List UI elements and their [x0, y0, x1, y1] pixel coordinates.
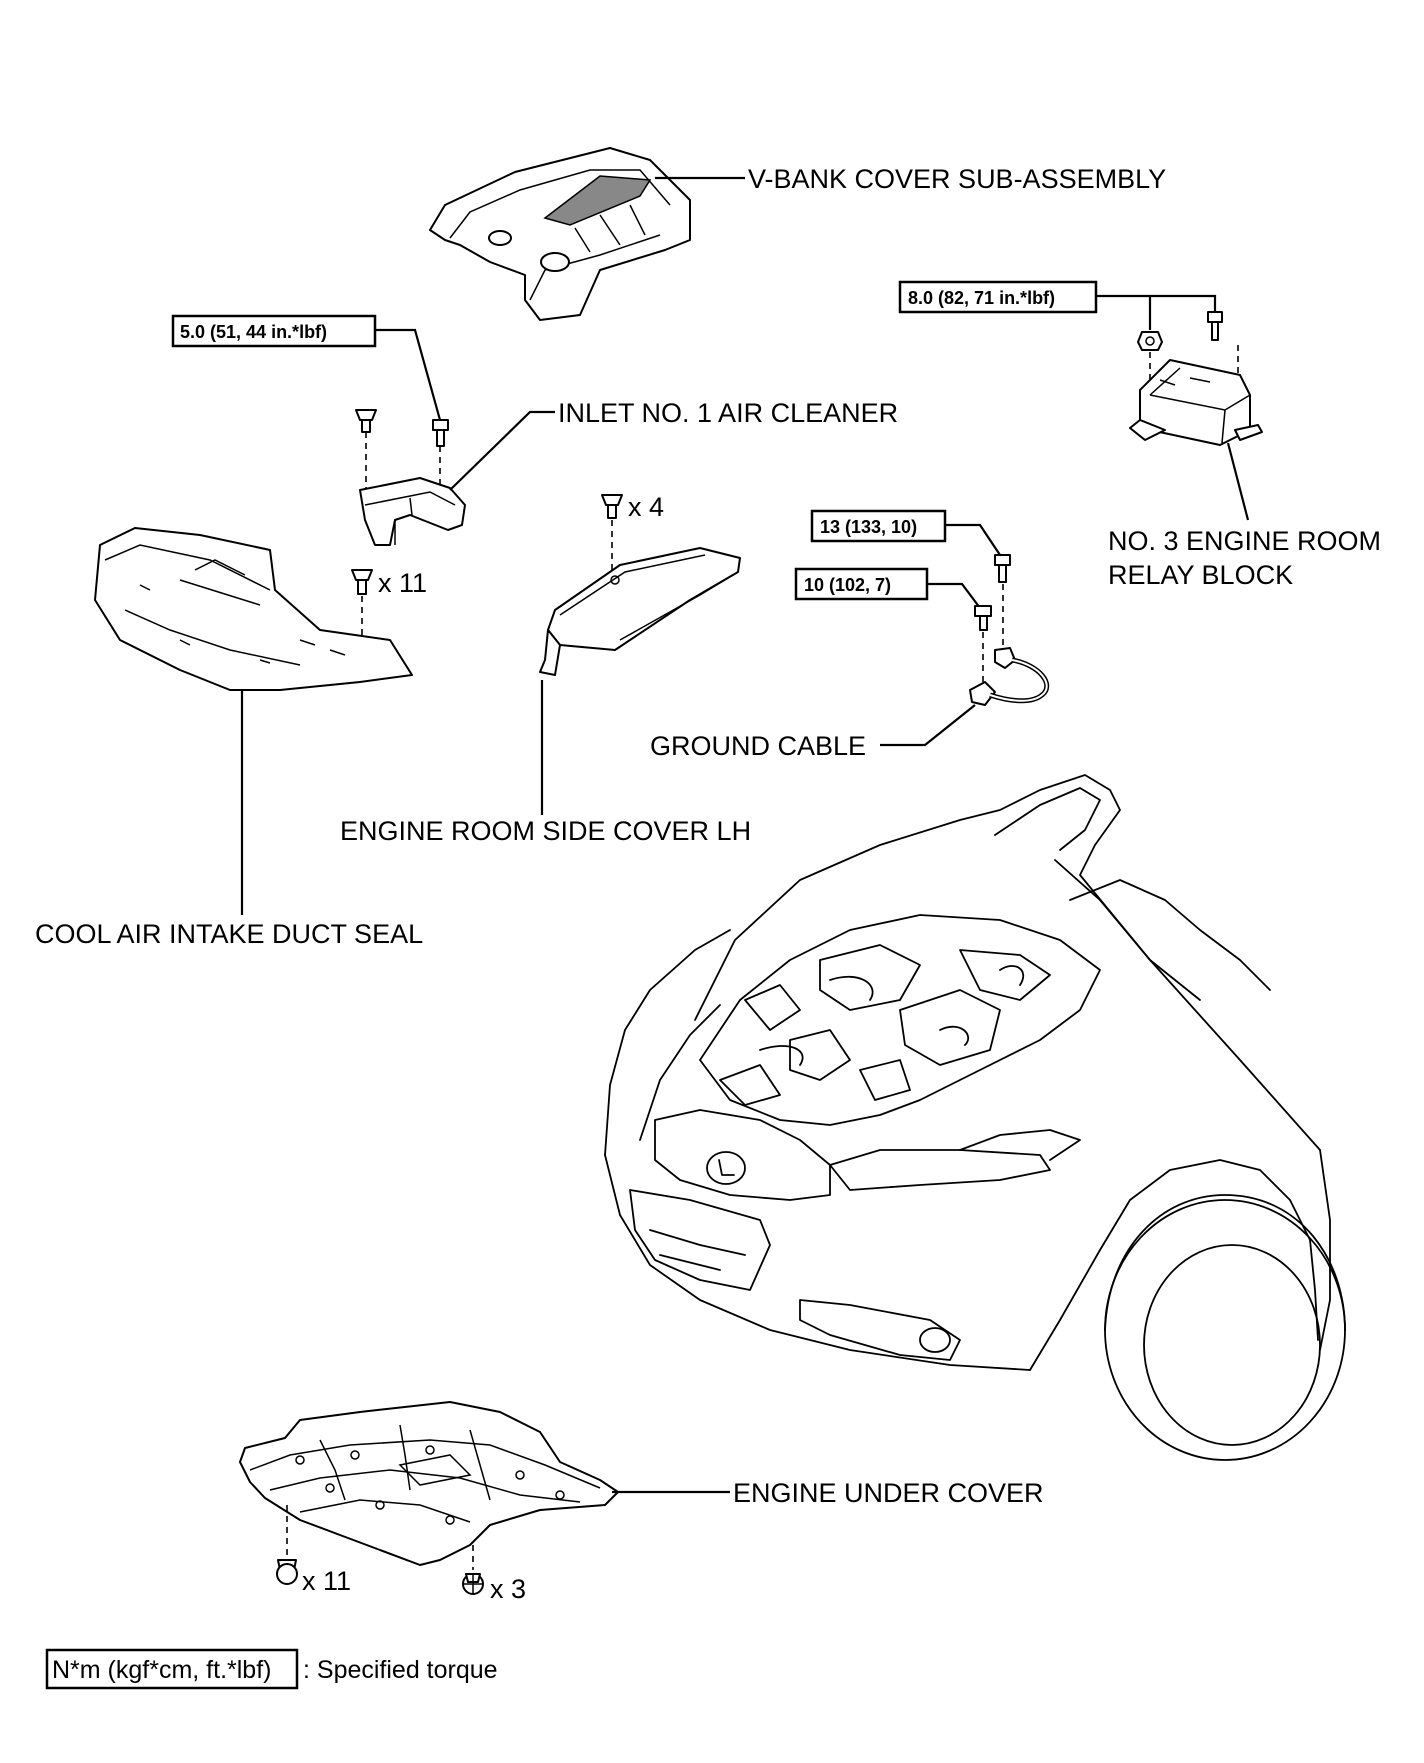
inlet-air-cleaner-label: INLET NO. 1 AIR CLEANER	[558, 398, 898, 428]
under-cover-drawing	[239, 1401, 619, 1566]
inlet-clip-icon	[355, 409, 377, 433]
ground-cable-drawing	[969, 647, 1050, 706]
inlet-torque-value: 5.0 (51, 44 in.*lbf)	[180, 322, 327, 342]
v-bank-cover-label: V-BANK COVER SUB-ASSEMBLY	[748, 164, 1166, 194]
under-cover-bolt-qty: x 11	[302, 1566, 351, 1596]
duct-seal-clip-qty: x 11	[378, 568, 427, 598]
relay-nut-icon	[1137, 331, 1163, 351]
side-cover-clip-icon	[601, 494, 623, 519]
under-cover-label: ENGINE UNDER COVER	[733, 1478, 1044, 1508]
ground-upper-torque-value: 13 (133, 10)	[820, 517, 917, 537]
under-cover-clip-icon	[462, 1573, 484, 1595]
inlet-torque-callout: 5.0 (51, 44 in.*lbf)	[171, 314, 377, 348]
ground-lower-torque-callout: 10 (102, 7)	[794, 567, 929, 601]
duct-seal-drawing	[94, 527, 413, 691]
side-cover-clip-qty: x 4	[628, 492, 664, 522]
legend-description: : Specified torque	[303, 1656, 498, 1684]
side-cover-drawing	[539, 547, 741, 676]
v-bank-cover-drawing	[429, 147, 691, 321]
relay-block-drawing	[1129, 359, 1263, 446]
torque-legend: N*m (kgf*cm, ft.*lbf) : Specified torque	[45, 1648, 498, 1690]
ground-upper-bolt-icon	[994, 554, 1011, 583]
duct-seal-label: COOL AIR INTAKE DUCT SEAL	[35, 919, 423, 949]
relay-bolt-icon	[1207, 311, 1223, 341]
legend-box-text: N*m (kgf*cm, ft.*lbf)	[52, 1656, 271, 1684]
ground-cable-label: GROUND CABLE	[650, 731, 866, 761]
relay-block-label-line2: RELAY BLOCK	[1108, 560, 1293, 590]
ground-lower-torque-value: 10 (102, 7)	[804, 575, 891, 595]
under-cover-clip-qty: x 3	[490, 1574, 526, 1604]
side-cover-label: ENGINE ROOM SIDE COVER LH	[340, 816, 751, 846]
inlet-bolt-icon	[432, 419, 449, 447]
relay-block-label-line1: NO. 3 ENGINE ROOM	[1108, 526, 1381, 556]
under-cover-bolt-icon	[276, 1559, 298, 1585]
vehicle-front-drawing	[604, 774, 1346, 1461]
relay-torque-callout: 8.0 (82, 71 in.*lbf)	[898, 280, 1098, 314]
inlet-air-cleaner-drawing	[359, 477, 466, 546]
relay-torque-value: 8.0 (82, 71 in.*lbf)	[908, 288, 1055, 308]
ground-lower-bolt-icon	[974, 605, 992, 631]
ground-upper-torque-callout: 13 (133, 10)	[810, 509, 947, 543]
duct-seal-clip-icon	[351, 569, 373, 595]
